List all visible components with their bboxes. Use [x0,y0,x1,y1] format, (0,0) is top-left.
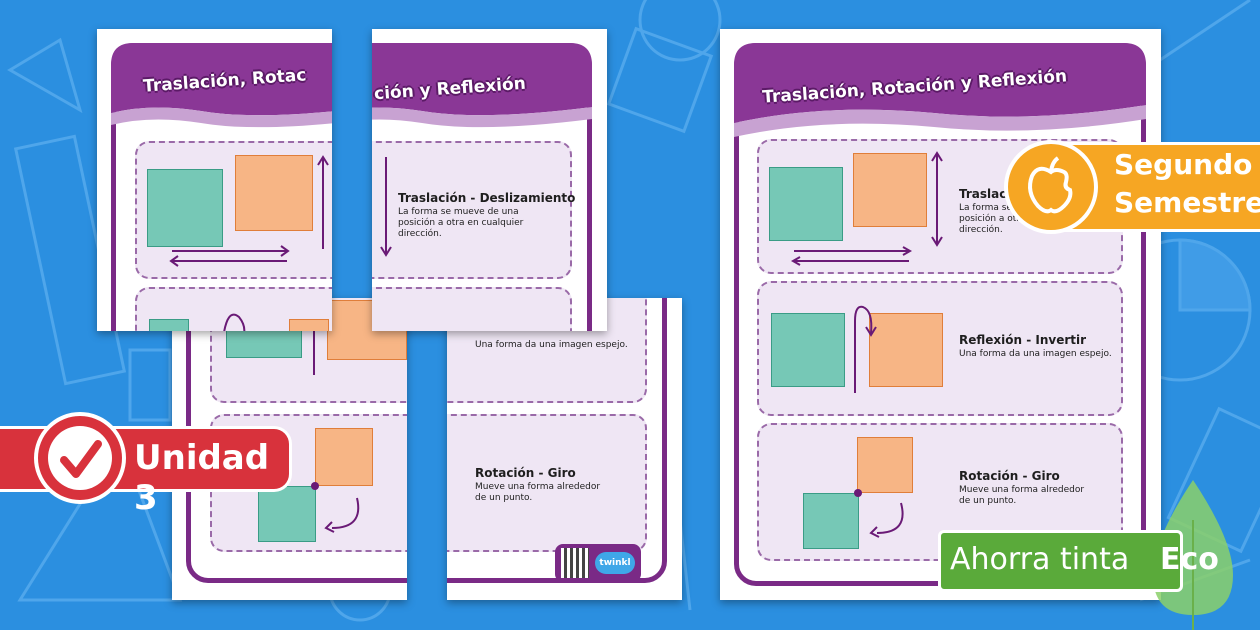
reflection-curve-icon [223,313,246,331]
semester-line1: Segundo [1114,148,1253,181]
orange-l-shape [853,153,927,227]
reflection-label: Reflexión - Invertir Una forma da una im… [959,333,1112,359]
eco-badge: Ahorra tinta Eco [938,480,1260,630]
orange-l-shape [869,313,943,387]
apple-icon [1028,156,1073,214]
twinkl-badge: twinkl [595,552,635,574]
orange-l-shape [289,319,329,331]
poster-sheet-right: Traslación, Rotación y Reflexión Traslac… [720,29,1161,600]
title-banner [372,43,592,128]
reflection-box [135,287,332,331]
title-banner [734,43,1146,137]
reflection-desc: Una forma da una imagen espejo. [475,340,628,350]
teal-l-shape [769,167,843,241]
reflection-box [372,287,572,331]
translation-label: Traslación - Deslizamiento La forma se m… [398,191,576,239]
poster-sheet-top-right: ción y Reflexión Traslación - Deslizamie… [372,29,607,331]
apple-icon-circle [1004,140,1098,234]
reflection-arrow-icon [854,305,877,393]
title-banner [111,43,332,128]
check-icon-circle [34,412,126,504]
translation-box [372,141,572,279]
rotation-box [447,414,647,552]
eco-tag: Eco [1160,542,1219,577]
teal-l-shape [147,169,223,247]
teal-rotated-shape [258,486,316,542]
eco-bar [938,530,1183,592]
translation-arrows-icon [790,246,913,266]
translation-arrows-icon [169,245,290,267]
unit-badge: Unidad 3 [0,412,300,518]
poster-sheet-top-left: Traslación, Rotac [97,29,332,331]
semester-badge: Segundo Semestre [1004,140,1260,236]
rotation-arrow-icon [311,482,360,533]
teal-l-shape [149,319,189,331]
translation-box [135,141,332,279]
vertical-arrow-icon [317,155,329,249]
orange-rotated-shape [315,428,373,486]
qr-code-icon [561,548,589,578]
semester-line2: Semestre [1114,186,1260,219]
teal-rotated-shape [803,493,859,549]
check-icon [48,426,112,490]
reflection-box: Reflexión - Invertir Una forma da una im… [757,281,1123,416]
poster-sheet-bottom-right: Una forma da una imagen espejo. Rotación… [447,298,682,600]
orange-l-shape [235,155,313,231]
unit-label: Unidad 3 [134,438,270,518]
orange-rotated-shape [857,437,913,493]
twinkl-logo: twinkl [555,544,641,582]
rotation-label: Rotación - Giro Mueve una forma alrededo… [959,469,1085,506]
rotation-arrow-icon [854,489,904,538]
vertical-arrow-icon [380,157,392,257]
vertical-arrow-icon [931,151,943,247]
eco-text: Ahorra tinta [950,542,1130,577]
teal-l-shape [771,313,845,387]
rotation-label: Rotación - Giro Mueve una forma alrededo… [475,466,601,503]
